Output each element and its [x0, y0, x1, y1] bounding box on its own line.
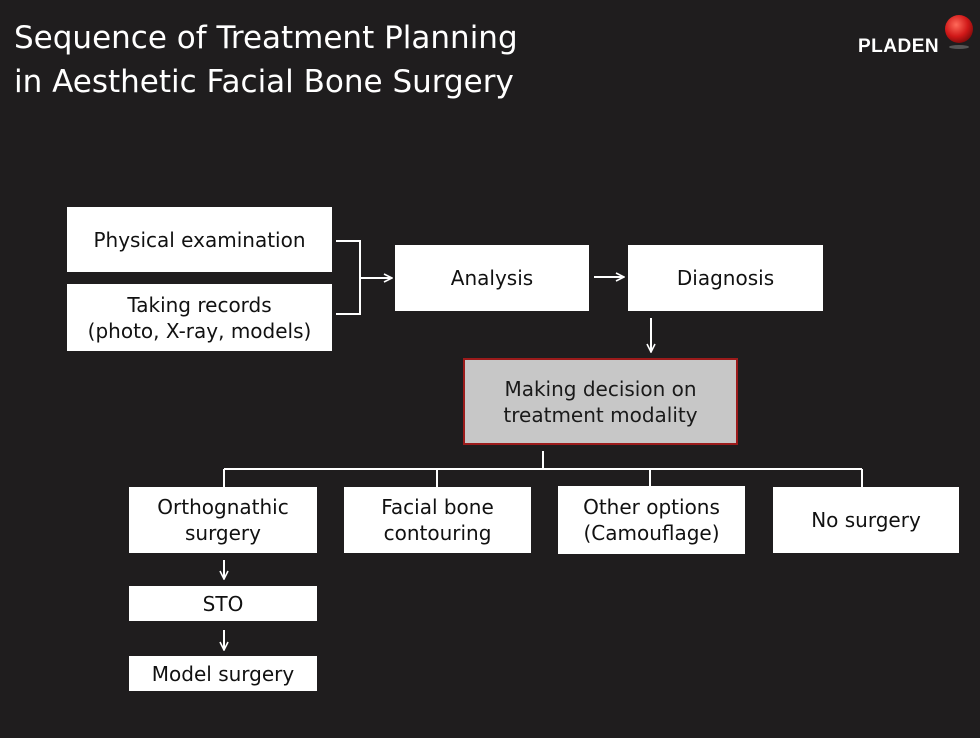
decision-box: Making decision on treatment modality — [463, 358, 738, 445]
logo-ball-icon — [945, 15, 973, 49]
taking-records-label: Taking records (photo, X-ray, models) — [87, 292, 312, 343]
physical-examination-box: Physical examination — [67, 207, 332, 272]
slide-title: Sequence of Treatment Planning in Aesthe… — [14, 16, 518, 104]
sto-box: STO — [129, 586, 317, 621]
physical-examination-label: Physical examination — [93, 227, 306, 252]
diagnosis-label: Diagnosis — [676, 266, 775, 290]
pladen-logo: PLADEN — [858, 14, 974, 64]
orthognathic-surgery-box: Orthognathic surgery — [129, 487, 317, 553]
no-surgery-label: No surgery — [811, 508, 921, 532]
no-surgery-box: No surgery — [773, 487, 959, 553]
model-surgery-label: Model surgery — [151, 661, 295, 686]
title-line-2: in Aesthetic Facial Bone Surgery — [14, 64, 514, 100]
analysis-label: Analysis — [450, 266, 534, 290]
facial-bone-contouring-label: Facial bone contouring — [381, 495, 494, 545]
logo-text: PLADEN — [858, 36, 940, 57]
orthognathic-surgery-label: Orthognathic surgery — [157, 495, 289, 545]
title-line-1: Sequence of Treatment Planning — [14, 20, 518, 56]
other-options-label: Other options (Camouflage) — [583, 495, 720, 545]
decision-label: Making decision on treatment modality — [503, 376, 698, 427]
model-surgery-box: Model surgery — [129, 656, 317, 691]
bracket-connector — [336, 240, 392, 315]
diagnosis-box: Diagnosis — [628, 245, 823, 311]
facial-bone-contouring-box: Facial bone contouring — [344, 487, 531, 553]
other-options-box: Other options (Camouflage) — [558, 486, 745, 554]
sto-label: STO — [202, 591, 244, 616]
taking-records-box: Taking records (photo, X-ray, models) — [67, 284, 332, 351]
analysis-box: Analysis — [395, 245, 589, 311]
